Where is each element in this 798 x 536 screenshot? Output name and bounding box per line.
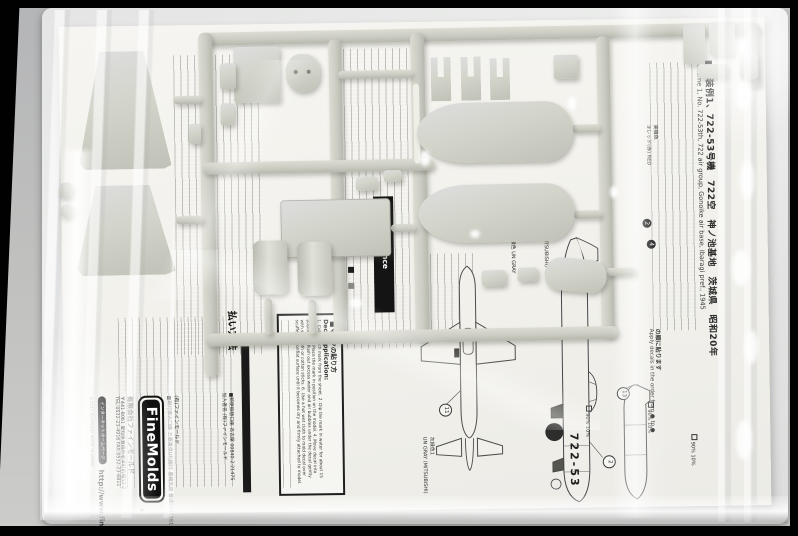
color-reference-label: Color Reference	[380, 201, 391, 270]
scheme-header: ■塗装例1、722-53号機 722空 神ノ池基地 茨城県 昭和20年 Sche…	[695, 60, 720, 357]
un-gray-label-2: 灰緑色 UN GRAY	[509, 234, 517, 274]
decal-marker: 2	[642, 218, 652, 228]
red-label: ③レッド(赤) RED	[645, 124, 653, 166]
swatch-icon	[647, 401, 655, 408]
mitsubishi-label: (MITSUBISHI)	[542, 234, 550, 268]
finemolds-logo: FineMolds	[137, 395, 166, 503]
company-name: 有限会社ファインモールド	[125, 395, 135, 475]
bag-sparkle	[610, 186, 618, 198]
paint-swatch	[348, 282, 355, 289]
black-label: BLACK	[314, 235, 320, 251]
color-reference-band: Color Reference	[373, 196, 395, 313]
black-label: BLACK	[262, 264, 269, 279]
bag-sparkle	[420, 150, 430, 166]
decal-application-box: 1. Cut of each mark from the sheet. 2. D…	[276, 313, 346, 496]
frame-right	[790, 0, 798, 536]
paint-swatch	[347, 250, 354, 257]
paint-swatch	[348, 266, 355, 273]
homepage-pill: インターネットホームページ	[98, 396, 108, 465]
mix-ratio-lo: 10%	[646, 422, 653, 434]
aircraft-small-view-drawing	[614, 383, 668, 504]
decal-body-en: 1. Cut of each mark from the sheet. 2. D…	[293, 319, 323, 485]
bag-wrinkle-blob	[735, 80, 751, 110]
frame-top	[0, 0, 798, 8]
mix-note: 90% 10%	[645, 401, 655, 434]
mix-note: 90% 10%	[583, 405, 593, 438]
mix-ratio-hi: 90%	[584, 413, 591, 425]
finemolds-logo-text: FineMolds	[141, 399, 162, 499]
decal-header-jp: ■マークの貼り方	[328, 321, 338, 373]
tail-code: 722-53	[567, 432, 582, 488]
bag-sparkle	[568, 96, 576, 110]
swatch-icon	[585, 405, 593, 412]
bag-sparkle	[350, 298, 362, 308]
scheme-header-jp: ■塗装例1、722-53号機 722空 神ノ池基地 茨城県 昭和20年	[703, 59, 718, 357]
bag-sparkle	[470, 230, 480, 238]
un-gray-label: 灰緑色1 UN GRAY (MITSUBISHI)	[421, 437, 435, 494]
bag-wrinkle-blob	[744, 330, 758, 364]
aircraft-side-view-drawing	[540, 235, 606, 504]
payment-header-rule	[241, 346, 252, 493]
paint-swatch	[347, 234, 354, 241]
scheme-description-columns	[649, 62, 697, 331]
instruction-sheet: ■塗装例1、722-53号機 722空 神ノ池基地 茨城県 昭和20年 Sche…	[58, 17, 772, 536]
postal-account-line2: 加入者名 (有)ファインモールド	[220, 392, 227, 461]
mix-ratio-lo: 10%	[689, 454, 696, 466]
un-gray-jp: 灰緑色1	[428, 436, 435, 456]
bag-wrinkle-blob	[736, 420, 752, 460]
postal-code: 〒441-8061	[118, 396, 125, 425]
publisher-block: (有)ファインモールド ■銀行振込口座 三菱東京UFJ銀行 豊橋支店 普通538…	[89, 395, 183, 536]
callout-number: 13	[616, 387, 630, 401]
company-address: 愛知県豊橋市老津町的場53-2	[119, 425, 126, 490]
bag-wrinkle-blob	[732, 250, 750, 286]
postal-account-line1: ■郵便振替口座 名古屋 00840-2-21475	[227, 392, 234, 481]
registered-mark: ®	[139, 507, 145, 512]
mix-ratio-hi: 90%	[689, 441, 696, 453]
mix-ratio-lo: 10%	[584, 425, 591, 438]
decal-marker: 4	[646, 239, 656, 249]
swatch-icon	[691, 434, 698, 441]
bag-wrinkle-blob	[740, 160, 754, 200]
actual-color-label: 実機色	[652, 124, 659, 140]
mix-ratio-hi: 90%	[646, 409, 653, 421]
frame-bottom	[0, 526, 798, 536]
color-note-red: 実機色 ③レッド(赤) RED	[645, 125, 659, 166]
assembly-text-columns	[173, 54, 266, 356]
paint-swatch	[347, 218, 354, 225]
payment-header: 払い方法	[225, 310, 238, 351]
postal-account: ■郵便振替口座 名古屋 00840-2-21475 加入者名 (有)ファインモー…	[221, 393, 236, 481]
mix-note: 90% 10%	[689, 434, 698, 466]
callout-number: 11	[438, 403, 453, 417]
